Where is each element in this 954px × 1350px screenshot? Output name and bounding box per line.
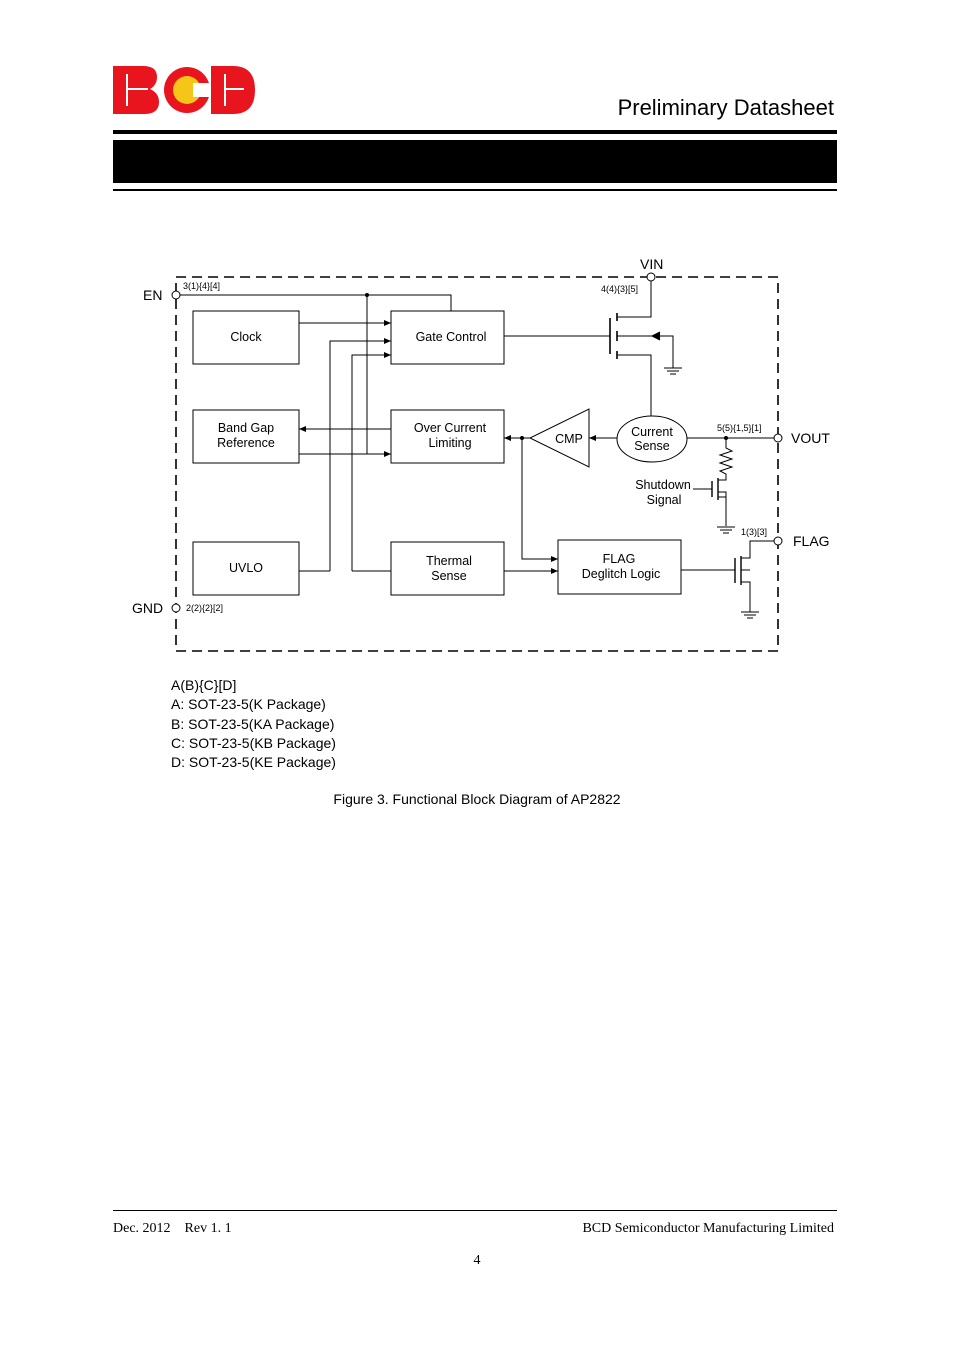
- gnd-pin-label: GND: [132, 600, 163, 616]
- legend-line: B: SOT-23-5(KA Package): [171, 715, 335, 732]
- flag-pin: [773, 536, 783, 546]
- legend-line: A: SOT-23-5(K Package): [171, 696, 326, 713]
- flag-pin-number: 1(3)[3]: [741, 527, 767, 537]
- figure-caption: Figure 3. Functional Block Diagram of AP…: [333, 791, 621, 807]
- page-number: 4: [473, 1253, 481, 1268]
- page-header-title: Preliminary Datasheet: [617, 95, 834, 120]
- flag-logic-label-1: FLAG: [603, 552, 636, 566]
- header-rule-thin: [113, 189, 837, 191]
- footer-revision: Rev 1. 1: [184, 1221, 232, 1236]
- shutdown-label-2: Signal: [647, 493, 682, 507]
- flag-logic-label-2: Deglitch Logic: [582, 567, 661, 581]
- bcd-logo: [113, 66, 255, 114]
- footer-rule: [113, 1210, 837, 1211]
- legend-line: C: SOT-23-5(KB Package): [171, 734, 336, 751]
- vin-pin-number: 4(4){3}[5]: [601, 284, 638, 294]
- en-pin-label: EN: [143, 287, 162, 303]
- vout-pin-label: VOUT: [791, 430, 830, 446]
- legend-line: A(B){C}[D]: [171, 677, 237, 693]
- en-pin-number: 3(1){4}[4]: [183, 281, 220, 291]
- en-pin: [171, 290, 181, 300]
- vout-pin: [773, 433, 783, 443]
- shutdown-label-1: Shutdown: [635, 478, 691, 492]
- over-current-label-2: Limiting: [428, 436, 471, 450]
- current-sense-label-1: Current: [631, 425, 673, 439]
- legend-line: D: SOT-23-5(KE Package): [171, 754, 336, 771]
- package-legend: A(B){C}[D] A: SOT-23-5(K Package) B: SOT…: [171, 676, 336, 772]
- cmp-label: CMP: [555, 432, 583, 446]
- uvlo-block: [192, 541, 300, 596]
- vin-pin: [646, 272, 656, 282]
- gate-control-block: [390, 310, 505, 365]
- over-current-label-1: Over Current: [414, 421, 487, 435]
- gnd-pin: [171, 603, 181, 613]
- thermal-label-2: Sense: [431, 569, 466, 583]
- flag-pin-label: FLAG: [793, 533, 830, 549]
- footer-date: Dec. 2012: [113, 1221, 171, 1236]
- header-rule: [113, 130, 837, 134]
- band-gap-label-1: Band Gap: [218, 421, 274, 435]
- vout-pin-number: 5(5){1,5}[1]: [717, 423, 762, 433]
- current-sense-ellipse: [616, 415, 688, 463]
- band-gap-label-2: Reference: [217, 436, 275, 450]
- clock-block: [192, 310, 300, 365]
- chip-boundary: [175, 276, 779, 652]
- thermal-sense-block: [390, 541, 505, 596]
- clock-label: Clock: [230, 330, 262, 344]
- band-gap-block: [192, 409, 300, 464]
- current-sense-label-2: Sense: [634, 439, 669, 453]
- gate-control-label: Gate Control: [416, 330, 487, 344]
- uvlo-label: UVLO: [229, 561, 263, 575]
- footer-company: BCD Semiconductor Manufacturing Limited: [582, 1221, 834, 1236]
- footer-left: Dec. 2012 Rev 1. 1: [113, 1221, 232, 1237]
- section-band: [113, 140, 837, 183]
- vin-pin-label: VIN: [640, 256, 663, 272]
- flag-deglitch-block: [557, 539, 682, 595]
- gnd-pin-number: 2(2){2}[2]: [186, 603, 223, 613]
- thermal-label-1: Thermal: [426, 554, 472, 568]
